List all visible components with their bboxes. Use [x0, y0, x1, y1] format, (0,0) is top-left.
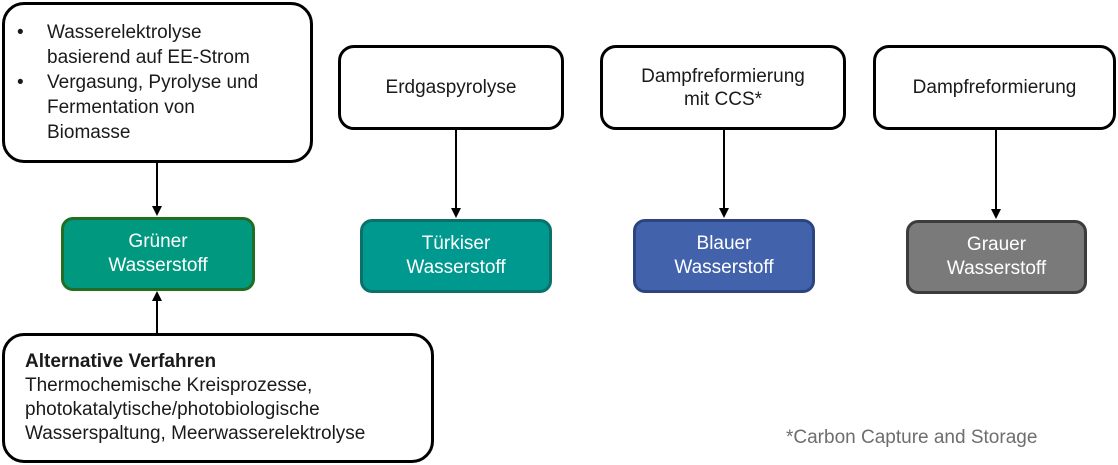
hydrogen-grey: Grauer Wasserstoff: [906, 220, 1087, 294]
source-box-grey: Dampfreformierung: [873, 45, 1116, 130]
source-label: mit CCS*: [683, 88, 763, 110]
bullet-item: Wasserelektrolyse basierend auf EE-Strom: [5, 20, 310, 70]
alternative-processes-box: Alternative Verfahren Thermochemische Kr…: [2, 333, 434, 463]
hydrogen-green: Grüner Wasserstoff: [61, 217, 255, 291]
alternative-line: photokatalytische/photobiologische: [25, 399, 320, 420]
source-label: Erdgaspyrolyse: [385, 77, 517, 98]
alternative-line: Thermochemische Kreisprozesse,: [25, 375, 313, 396]
source-box-green: Wasserelektrolyse basierend auf EE-Strom…: [2, 2, 313, 163]
source-box-blue: Dampfreformierung mit CCS*: [600, 45, 846, 130]
green-source-list: Wasserelektrolyse basierend auf EE-Strom…: [5, 20, 310, 145]
hydrogen-blue: Blauer Wasserstoff: [633, 219, 815, 293]
source-label: Dampfreformierung: [641, 65, 805, 87]
source-box-turquoise: Erdgaspyrolyse: [338, 45, 564, 130]
alternative-title: Alternative Verfahren: [25, 351, 217, 372]
source-label: Dampfreformierung: [912, 77, 1077, 98]
bullet-item: Vergasung, Pyrolyse und Fermentation von…: [5, 70, 310, 145]
hydrogen-turquoise: Türkiser Wasserstoff: [360, 219, 552, 293]
footnote: *Carbon Capture and Storage: [786, 427, 1038, 448]
alternative-line: Wasserspaltung, Meerwasserelektrolyse: [25, 423, 366, 444]
